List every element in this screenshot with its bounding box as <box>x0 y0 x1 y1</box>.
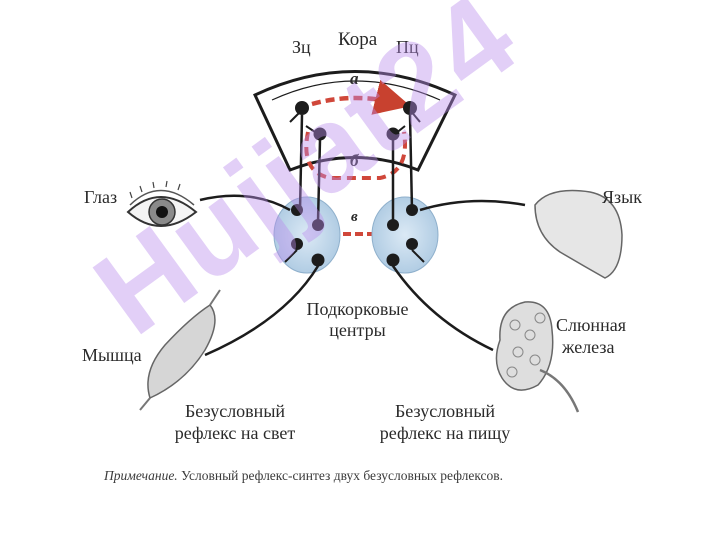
label-salivary-2: железа <box>562 337 615 357</box>
label-path-v: в <box>351 209 358 225</box>
label-pc: Пц <box>396 37 419 57</box>
cortex-inner-arc <box>271 80 441 101</box>
label-salivary-1: Слюнная <box>556 315 626 335</box>
path-a-arrow <box>311 79 411 115</box>
neuron-sub-left-4 <box>311 253 325 267</box>
subcortical-center-left <box>273 196 341 274</box>
path-b-loop <box>304 131 407 180</box>
label-path-a: а <box>350 69 359 88</box>
neuron-sub-right-4 <box>386 253 400 267</box>
caption-note-text: Условный рефлекс-синтез двух безусловных… <box>177 468 504 483</box>
neuron-zc-bottom <box>305 125 327 141</box>
subcortical-center-right <box>371 196 439 274</box>
label-tongue: Язык <box>602 187 642 207</box>
neuron-sub-right-2 <box>387 219 399 231</box>
neuron-pc-top <box>403 101 421 123</box>
neuron-zc-top <box>289 101 309 123</box>
label-reflex-light-2: рефлекс на свет <box>174 423 296 443</box>
salivary-gland-icon <box>495 301 580 413</box>
neuron-sub-left-2 <box>312 219 324 231</box>
eye-icon <box>126 180 198 227</box>
nerve-fibers <box>199 114 526 357</box>
label-reflex-food-2: рефлекс на пищу <box>379 423 511 443</box>
label-cortex: Кора <box>338 29 378 50</box>
muscle-icon <box>147 304 216 400</box>
label-path-b: б <box>350 151 359 170</box>
label-subcortical-1: Подкорковые <box>306 299 409 319</box>
label-subcortical-2: центры <box>329 320 386 340</box>
label-reflex-food-1: Безусловный <box>394 401 496 421</box>
label-eye: Глаз <box>84 187 118 207</box>
muscle-tendon <box>139 289 221 411</box>
caption-note: Примечание. Условный рефлекс-синтез двух… <box>104 468 503 484</box>
neuron-sub-right-3 <box>406 238 418 250</box>
caption-note-prefix: Примечание. <box>104 468 178 483</box>
tongue-icon <box>534 189 623 279</box>
neuron-sub-left-3 <box>291 238 303 250</box>
label-zc: Зц <box>292 37 311 57</box>
label-muscle: Мышца <box>82 345 142 365</box>
label-reflex-light-1: Безусловный <box>184 401 286 421</box>
neuron-pc-bottom <box>386 125 406 141</box>
